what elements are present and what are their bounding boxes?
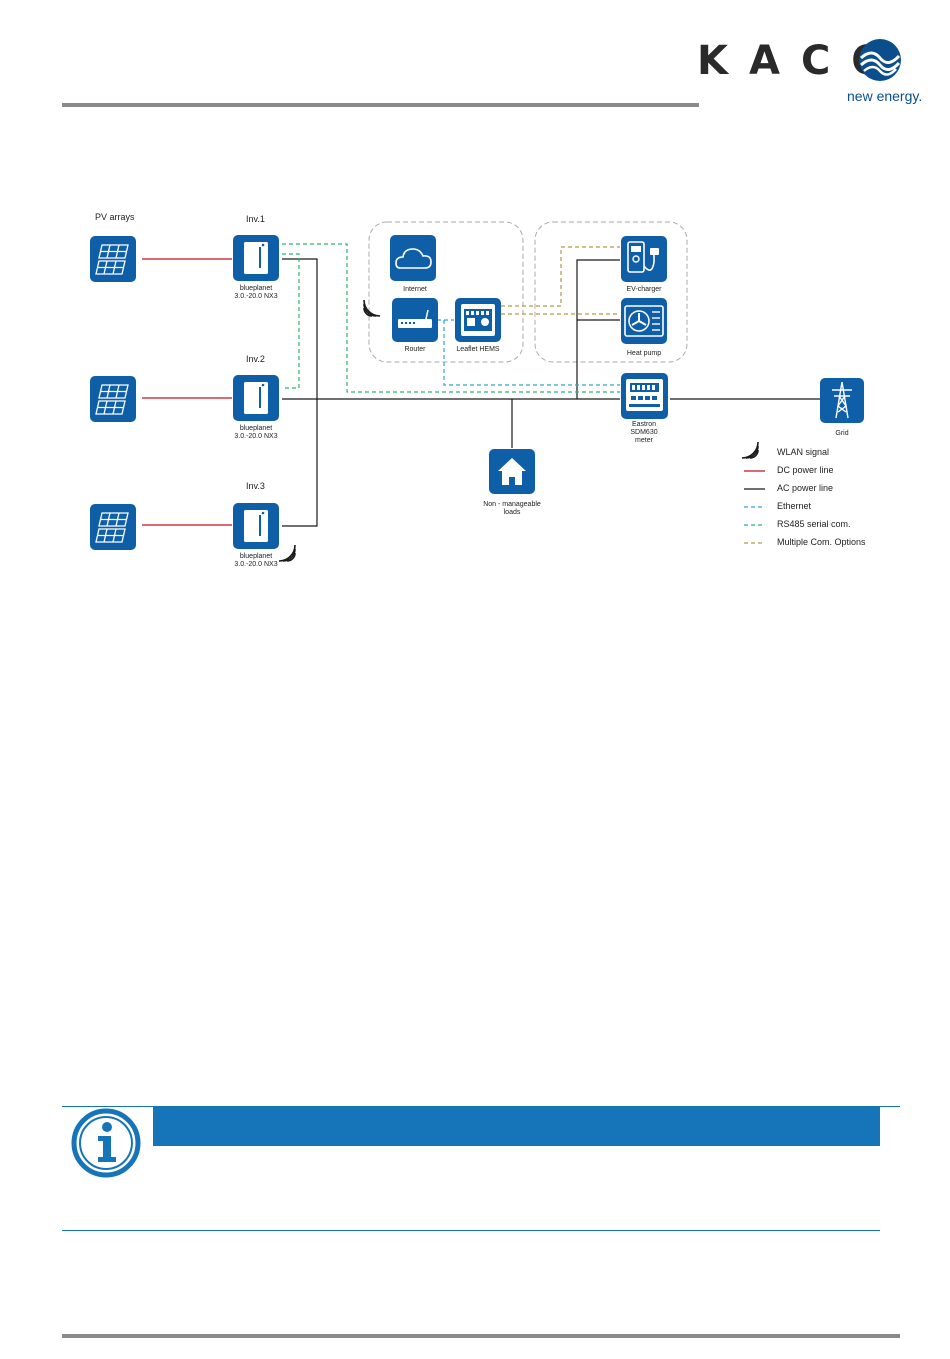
grid-pylon-icon — [820, 378, 864, 423]
info-box-header — [153, 1106, 880, 1146]
system-diagram — [89, 221, 864, 562]
inverter-3-title: Inv.3 — [246, 481, 265, 491]
inverter-1-icon — [232, 234, 280, 282]
inverter-2-range: 3.0.-20.0 NX3 — [234, 433, 278, 440]
multiple-com-lines — [501, 246, 620, 315]
header-rule — [62, 103, 699, 107]
footer-rule — [62, 1334, 900, 1338]
inverter-3-range: 3.0.-20.0 NX3 — [234, 561, 278, 568]
loads-label-1: Non - manageable — [483, 501, 541, 508]
kaco-tagline: new energy. — [847, 88, 923, 104]
pv-arrays-label: PV arrays — [95, 212, 135, 222]
router-icon — [392, 298, 438, 342]
kaco-logo-text: KACO — [697, 38, 907, 84]
legend-dc-text: DC power line — [777, 465, 834, 475]
hems-label: Leaflet HEMS — [456, 346, 500, 353]
legend-ethernet-text: Ethernet — [777, 501, 812, 511]
consumers-group — [534, 221, 688, 363]
inverter-3-icon — [232, 502, 280, 550]
legend-rs485-text: RS485 serial com. — [777, 519, 851, 529]
heat-pump-label: Heat pump — [626, 350, 662, 357]
inverter-2-icon — [232, 374, 280, 422]
legend-wlan-icon — [741, 441, 759, 459]
energy-meter-icon — [621, 373, 668, 419]
internet-label: Internet — [403, 286, 427, 293]
legend-ac-text: AC power line — [777, 483, 834, 493]
legend-multiple-text: Multiple Com. Options — [777, 537, 866, 547]
router-wlan-icon — [363, 299, 381, 317]
grid-label: Grid — [835, 430, 849, 437]
pv-array-3-icon — [89, 503, 137, 551]
ev-charger-icon — [621, 236, 667, 282]
meter-label-3: meter — [635, 437, 653, 444]
inverter-1-title: Inv.1 — [246, 214, 265, 224]
internet-cloud-icon — [390, 235, 436, 281]
inverter-2-model: blueplanet — [239, 425, 273, 432]
inverter-1-range: 3.0.-20.0 NX3 — [234, 293, 278, 300]
inverter-1-model: blueplanet — [239, 285, 273, 292]
loads-label-2: loads — [503, 509, 521, 516]
kaco-wave-logo-icon — [859, 39, 901, 81]
leaflet-hems-icon — [455, 298, 501, 342]
meter-label-1: Eastron — [631, 421, 657, 428]
legend-wlan-text: WLAN signal — [777, 447, 830, 457]
pv-array-1-icon — [89, 235, 137, 283]
inverter-2-title: Inv.2 — [246, 354, 265, 364]
home-network-group — [368, 221, 524, 363]
inverter-3-model: blueplanet — [239, 553, 273, 560]
heat-pump-icon — [621, 298, 667, 344]
ethernet-lines — [437, 319, 620, 386]
non-manageable-loads-icon — [489, 449, 535, 494]
router-label: Router — [404, 346, 426, 353]
info-icon — [71, 1108, 141, 1178]
ev-charger-label: EV-charger — [626, 286, 662, 293]
rs485-lines — [282, 243, 620, 393]
pv-array-2-icon — [89, 375, 137, 423]
info-box-bottom-line — [62, 1230, 880, 1231]
meter-label-2: SDM630 — [630, 429, 658, 436]
